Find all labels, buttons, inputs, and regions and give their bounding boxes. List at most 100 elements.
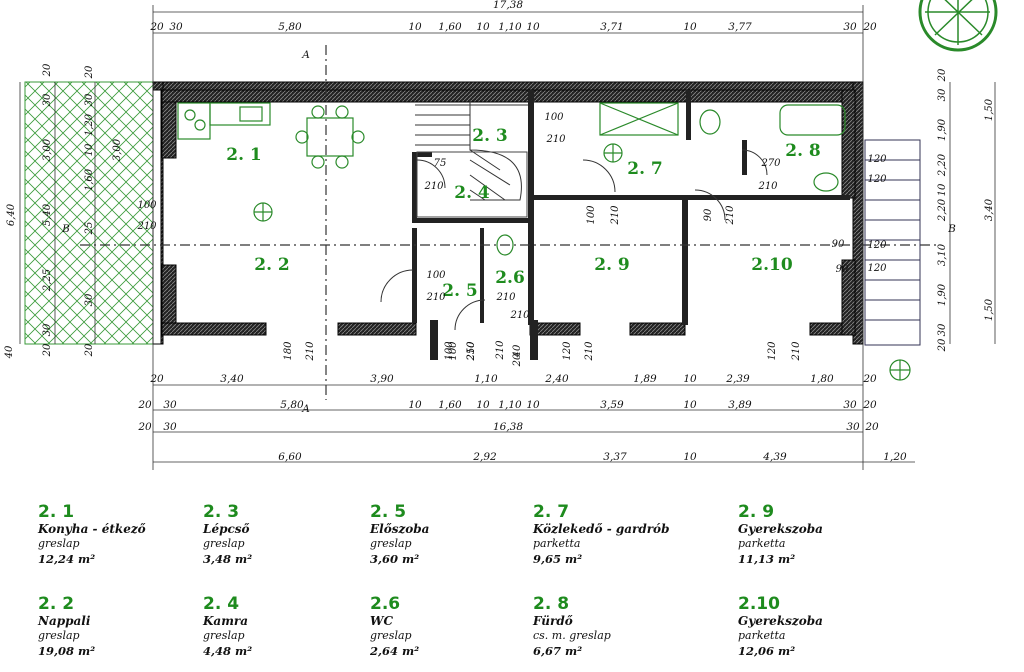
door-dimension: 210 (495, 340, 506, 361)
room-label: 2. 8 (785, 141, 821, 161)
dim-bottom-2: 30 (843, 399, 857, 411)
door-dimension: 120 (867, 240, 887, 251)
door-dimension: 180 (283, 341, 294, 361)
legend-room-number: 2. 1 (38, 502, 75, 522)
dim-left-mid: 20 (84, 343, 95, 357)
dim-bottom-1: 2,39 (725, 373, 750, 385)
dim-right-inner: 30 (937, 88, 948, 101)
door-dimension: 210 (425, 292, 446, 303)
legend-room-number: 2. 2 (38, 594, 75, 614)
legend-room-name: Gyerekszoba (738, 614, 823, 628)
legend-room-area: 9,65 m² (533, 552, 583, 566)
door-dimension: 120 (867, 174, 887, 185)
dim-top: 1,10 (498, 21, 522, 33)
dim-bottom-2: 5,80 (280, 399, 304, 411)
dim-top: 10 (476, 21, 490, 33)
legend-room-name: Kamra (203, 614, 248, 628)
room-label: 2. 4 (454, 183, 490, 203)
dim-left-mid: 3,00 (112, 138, 123, 161)
dim-bottom-1: 3,40 (220, 373, 244, 385)
dim-right-inner: 3,10 (937, 243, 948, 266)
legend-floor-type: greslap (203, 537, 245, 550)
dim-bottom-1: 20 (862, 373, 877, 385)
door-dimension: 100 (544, 112, 564, 123)
dim-top: 1,60 (438, 21, 462, 33)
legend-floor-type: greslap (38, 537, 80, 550)
door-dimension: 210 (725, 205, 736, 226)
door-dimension: 270 (760, 158, 781, 169)
entrance-steps (864, 139, 921, 346)
dim-right-inner: 1,90 (937, 118, 948, 141)
dim-bottom-1: 10 (683, 373, 697, 385)
legend-room-name: WC (370, 614, 394, 628)
dim-bottom-overall: 6,60 (278, 451, 302, 463)
dim-left-mid: 40 (4, 345, 15, 359)
legend-room-number: 2. 8 (533, 594, 570, 614)
dim-right-outer: 3,40 (984, 198, 995, 221)
dim-right-inner: 2,20 (937, 153, 948, 177)
dim-top: 5,80 (278, 21, 302, 33)
dim-left-mid: 30 (84, 93, 95, 106)
section-mark: A (301, 49, 310, 61)
door-dimension: 210 (509, 310, 530, 321)
dim-bottom-1: 2,40 (544, 373, 569, 385)
compass-icon (253, 143, 911, 381)
dim-left-outer: 6,40 (6, 203, 17, 226)
door-dimension: 75 (434, 158, 447, 169)
interior-walls (412, 90, 850, 360)
legend-floor-type: greslap (370, 537, 412, 550)
door-dimension: 120 (767, 341, 778, 361)
door-swings (380, 149, 768, 331)
section-mark: B (947, 223, 956, 235)
dim-right-inner: 30 (937, 323, 948, 336)
legend-floor-type: parketta (533, 537, 581, 550)
kitchen-furniture (177, 102, 365, 169)
room-label: 2. 2 (254, 255, 290, 275)
door-dimension: 90 (836, 264, 849, 275)
dim-top: 10 (408, 21, 422, 33)
section-lines (80, 45, 940, 400)
dim-right-inner: 20 (937, 68, 948, 82)
legend-room-name: Fürdő (533, 614, 573, 628)
dim-left-inner: 20 (42, 343, 53, 357)
dim-top: 20 (149, 21, 164, 33)
door-dimension: 100 (448, 341, 459, 361)
dim-top: 30 (169, 21, 183, 33)
dim-left-inner: 30 (42, 323, 53, 336)
dim-top: 20 (862, 21, 877, 33)
dim-bottom-total: 30 (846, 421, 860, 433)
dim-bottom-2: 10 (526, 399, 540, 411)
dim-bottom-2: 3,59 (600, 399, 624, 411)
door-dimension: 210 (305, 341, 316, 362)
dim-left-inner: 3,00 (42, 138, 53, 161)
dim-right-inner: 2,20 (937, 198, 948, 222)
dim-bottom-overall: 10 (683, 451, 697, 463)
door-dimension: 210 (584, 341, 595, 362)
dim-left-mid: 1,20 (84, 113, 95, 136)
legend-floor-type: greslap (203, 629, 245, 642)
dim-right-inner: 10 (937, 183, 948, 196)
dim-bottom-1: 1,80 (810, 373, 834, 385)
dim-top: 3,77 (728, 21, 752, 33)
legend-room-number: 2. 4 (203, 594, 240, 614)
dim-right-inner: 20 (937, 338, 948, 352)
dim-bottom-2: 10 (408, 399, 422, 411)
legend-room-name: Nappali (38, 614, 91, 628)
terrace-hatch (24, 81, 154, 345)
dim-bottom-1: 1,89 (633, 373, 657, 385)
door-dimension: 100 (426, 270, 446, 281)
dim-right-inner: 1,90 (937, 283, 948, 306)
legend-floor-type: greslap (38, 629, 80, 642)
dim-bottom-overall: 4,39 (762, 451, 787, 463)
legend-room-number: 2.10 (738, 594, 780, 614)
dim-left-outer: 5,40 (42, 203, 53, 226)
dim-bottom-overall: 3,37 (603, 451, 627, 463)
dim-bottom-2: 3,89 (728, 399, 752, 411)
legend-room-area: 2,64 m² (370, 644, 420, 658)
